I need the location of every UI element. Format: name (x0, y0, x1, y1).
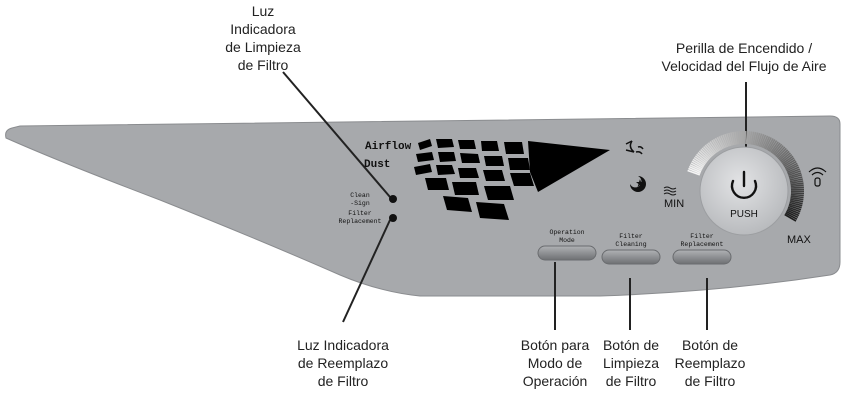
callout-line: de Filtro (672, 372, 748, 390)
clean-sign-label-2: -Sign (350, 200, 370, 207)
callout-line: Luz Indicadora (283, 336, 403, 354)
callout-filter-replacement-light: Luz Indicadora de Reemplazo de Filtro (283, 336, 403, 390)
speed-tick (791, 193, 804, 194)
callout-line: Botón para (505, 336, 605, 354)
speed-tick (791, 187, 804, 188)
dust-label: Dust (364, 159, 390, 171)
display-bar (458, 168, 479, 178)
callout-line: Limpieza (593, 354, 669, 372)
operation-mode-button[interactable] (538, 246, 596, 260)
min-label: MIN (664, 198, 684, 210)
callout-line: de Filtro (283, 372, 403, 390)
max-label: MAX (787, 234, 812, 246)
filter-replacement-label-2: Replacement (339, 218, 382, 225)
display-bar (436, 139, 454, 148)
callout-line: de Limpieza (213, 38, 313, 56)
display-bar (504, 142, 524, 154)
callout-filter-cleaning-light: Luz Indicadora de Limpieza de Filtro (213, 2, 313, 74)
filter-replacement-label-1: Filter (348, 210, 372, 217)
callout-line: Botón de (672, 336, 748, 354)
callout-power-knob: Perilla de Encendido / Velocidad del Flu… (644, 39, 844, 75)
display-bar (425, 178, 449, 190)
display-bar (483, 170, 505, 181)
filter-cleaning-label-1: Filter (619, 233, 643, 240)
callout-line: Velocidad del Flujo de Aire (644, 57, 844, 75)
filter-cleaning-label-2: Cleaning (615, 241, 646, 248)
display-bar (484, 156, 504, 166)
callout-line: Perilla de Encendido / (644, 39, 844, 57)
callout-line: Reemplazo (672, 354, 748, 372)
display-bar (460, 153, 480, 163)
callout-line: Modo de (505, 354, 605, 372)
display-bar (508, 158, 530, 170)
callout-operation-mode-button: Botón para Modo de Operación (505, 336, 605, 390)
callout-line: Operación (505, 372, 605, 390)
callout-line: Indicadora (213, 20, 313, 38)
filter-cleaning-button[interactable] (602, 250, 660, 264)
filter-replacement-button[interactable] (673, 250, 731, 264)
filter-replacement-light (389, 214, 397, 222)
speed-tick (741, 131, 742, 144)
callout-line: de Filtro (593, 372, 669, 390)
speed-tick (747, 131, 748, 144)
callout-line: Botón de (593, 336, 669, 354)
display-bar (484, 186, 514, 200)
display-bar (438, 152, 456, 162)
display-bar (481, 141, 499, 151)
speed-tick (791, 195, 804, 196)
speed-tick (739, 131, 740, 144)
display-bar (458, 140, 476, 149)
clean-sign-light (389, 195, 397, 203)
speed-tick (748, 131, 749, 144)
push-label: PUSH (730, 209, 758, 220)
filter-replacement-btn-label-2: Replacement (681, 241, 724, 248)
operation-mode-label-1: Operation (549, 229, 584, 236)
display-bar (443, 196, 472, 212)
display-bar (476, 202, 509, 220)
callout-line: de Filtro (213, 56, 313, 74)
filter-replacement-btn-label-1: Filter (690, 233, 714, 240)
display-bar (452, 182, 479, 195)
operation-mode-label-2: Mode (559, 237, 575, 244)
power-speed-knob[interactable] (700, 147, 788, 235)
display-bar (436, 165, 455, 175)
airflow-label: Airflow (365, 141, 412, 153)
callout-filter-cleaning-button: Botón de Limpieza de Filtro (593, 336, 669, 390)
callout-line: de Reemplazo (283, 354, 403, 372)
display-bar (510, 173, 534, 186)
callout-filter-replacement-button: Botón de Reemplazo de Filtro (672, 336, 748, 390)
clean-sign-label-1: Clean (350, 192, 370, 199)
callout-line: Luz (213, 2, 313, 20)
